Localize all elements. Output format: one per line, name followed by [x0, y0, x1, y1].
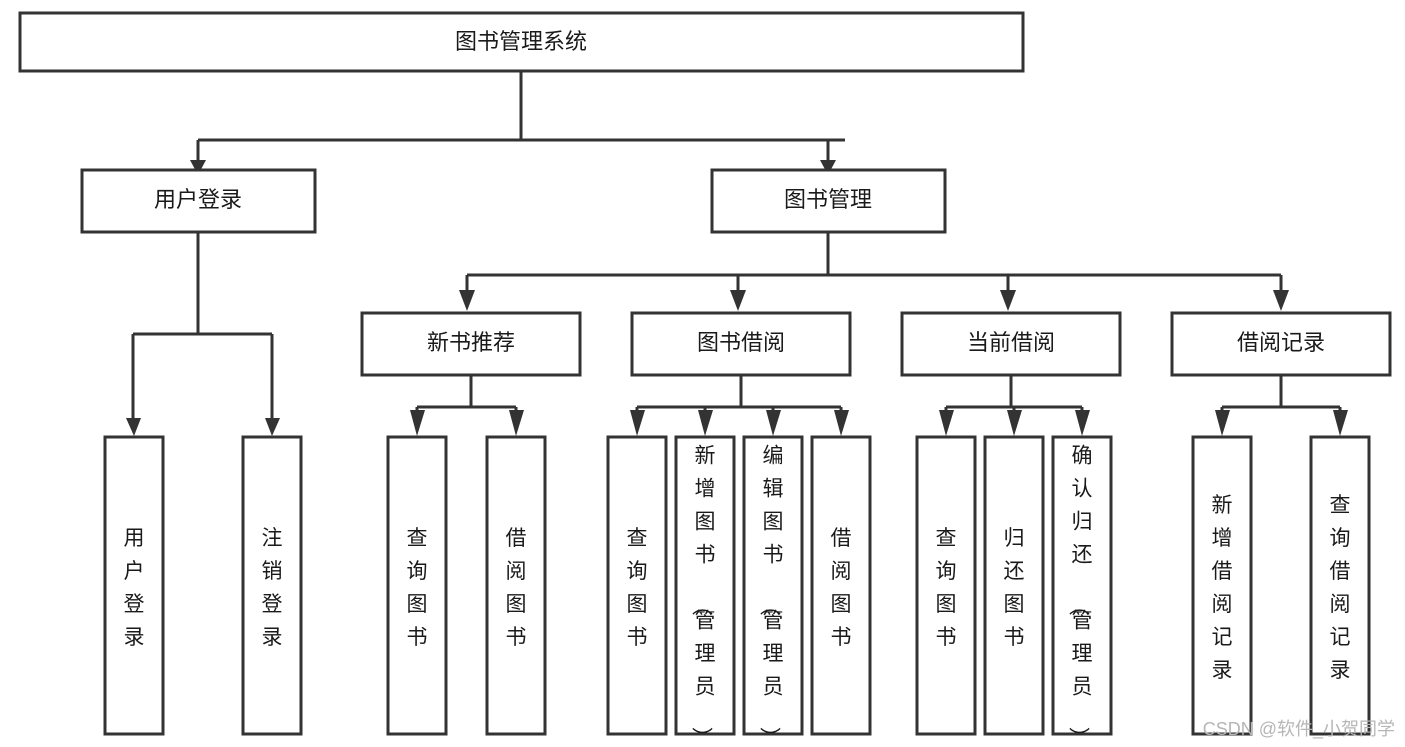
arrow-borrow-record-to-leaf-1: [1215, 410, 1230, 436]
leaf-node[interactable]: 查询图书: [386, 435, 448, 736]
connector-book-borrow-bus: [635, 375, 843, 418]
leaf-node-label: 查询图书: [627, 527, 648, 649]
node-book-borrow-box[interactable]: [630, 311, 852, 377]
leaf-node-box[interactable]: [241, 435, 303, 736]
leaf-node[interactable]: 确认归还（管理员）: [1051, 435, 1113, 747]
arrow-new-book-rec-to-leaf-1: [410, 410, 425, 436]
leaf-node-label: 查询借阅记录: [1330, 494, 1351, 682]
arrow-book-manage-to-new-book-rec: [459, 290, 475, 311]
leaf-node[interactable]: 查询图书: [915, 435, 977, 736]
arrow-user-login-to-leaf-2: [265, 418, 280, 436]
leaf-node-box[interactable]: [1051, 435, 1113, 736]
arrow-book-manage-to-current-borrow: [1000, 290, 1016, 311]
leaf-node-label: 用户登录: [124, 527, 145, 649]
node-user-login[interactable]: 用户登录: [80, 168, 317, 234]
connector-user-login-bus: [131, 232, 274, 418]
connector-root-bus: [196, 71, 845, 160]
arrow-book-borrow-to-leaf-2: [698, 410, 713, 436]
node-borrow-record[interactable]: 借阅记录: [1170, 311, 1392, 377]
node-root-label: 图书管理系统: [455, 29, 587, 54]
leaf-node-label: 归还图书: [1004, 527, 1025, 649]
leaf-node-box[interactable]: [674, 435, 736, 736]
arrow-new-book-rec-to-leaf-2: [509, 410, 524, 436]
leaf-node-box[interactable]: [915, 435, 977, 736]
node-book-borrow[interactable]: 图书借阅: [630, 311, 852, 377]
connector-book-manage-bus: [465, 232, 1283, 290]
node-current-borrow-box[interactable]: [900, 311, 1122, 377]
arrow-book-borrow-to-leaf-3: [766, 410, 781, 436]
leaf-node-box[interactable]: [606, 435, 668, 736]
arrow-current-borrow-to-leaf-3: [1075, 410, 1090, 436]
node-book-borrow-label: 图书借阅: [697, 330, 785, 355]
arrow-book-manage-to-book-borrow: [730, 290, 746, 311]
node-current-borrow[interactable]: 当前借阅: [900, 311, 1122, 377]
node-new-book-rec-box[interactable]: [360, 311, 582, 377]
leaf-node-label: 确认归还（管理员）: [1067, 445, 1093, 747]
node-book-manage-label: 图书管理: [784, 187, 872, 212]
node-root[interactable]: 图书管理系统: [18, 11, 1025, 73]
node-current-borrow-label: 当前借阅: [967, 330, 1055, 355]
leaf-node-label: 编辑图书（管理员）: [758, 445, 784, 747]
leaf-node[interactable]: 归还图书: [983, 435, 1045, 736]
node-root-box[interactable]: [18, 11, 1025, 73]
leaf-node[interactable]: 用户登录: [103, 435, 165, 736]
arrow-book-borrow-to-leaf-4: [834, 410, 849, 436]
connector-new-book-rec-bus: [415, 375, 518, 418]
leaf-node-label: 查询图书: [407, 527, 428, 649]
arrow-user-login-to-leaf-1: [126, 418, 141, 436]
leaf-node[interactable]: 查询图书: [606, 435, 668, 736]
leaf-node-label: 注销登录: [262, 527, 283, 649]
arrow-root-to-book-manage: [820, 160, 836, 175]
arrow-current-borrow-to-leaf-1: [939, 410, 954, 436]
leaf-node[interactable]: 新增借阅记录: [1191, 435, 1253, 736]
leaf-node-label: 新增图书（管理员）: [690, 445, 716, 747]
leaf-node-box[interactable]: [742, 435, 804, 736]
node-new-book-rec-label: 新书推荐: [427, 330, 515, 355]
leaf-node-label: 查询图书: [936, 527, 957, 649]
connector-group: [126, 71, 1348, 436]
leaf-node[interactable]: 新增图书（管理员）: [674, 435, 736, 747]
node-book-manage-box[interactable]: [710, 168, 947, 234]
leaf-node[interactable]: 注销登录: [241, 435, 303, 736]
leaf-node-box[interactable]: [1309, 435, 1371, 736]
node-new-book-rec[interactable]: 新书推荐: [360, 311, 582, 377]
leaf-node[interactable]: 借阅图书: [810, 435, 872, 736]
leaf-node-layer: 用户登录 注销登录 查询图书 借阅图书 查询图书 新增图书（管理员） 编辑图书（管理员） 借阅…: [103, 435, 1371, 747]
arrow-current-borrow-to-leaf-2: [1007, 410, 1022, 436]
arrow-root-to-user-login: [190, 160, 206, 175]
node-user-login-label: 用户登录: [154, 187, 242, 212]
leaf-node[interactable]: 查询借阅记录: [1309, 435, 1371, 736]
connector-borrow-record-bus: [1220, 375, 1342, 418]
leaf-node-box[interactable]: [103, 435, 165, 736]
leaf-node-label: 新增借阅记录: [1212, 494, 1233, 682]
leaf-node[interactable]: 借阅图书: [485, 435, 547, 736]
node-borrow-record-label: 借阅记录: [1237, 330, 1325, 355]
arrow-book-borrow-to-leaf-1: [630, 410, 645, 436]
leaf-node-box[interactable]: [983, 435, 1045, 736]
node-borrow-record-box[interactable]: [1170, 311, 1392, 377]
leaf-node-box[interactable]: [386, 435, 448, 736]
leaf-node-label: 借阅图书: [831, 527, 852, 649]
leaf-node-label: 借阅图书: [506, 527, 527, 649]
leaf-node-box[interactable]: [810, 435, 872, 736]
node-user-login-box[interactable]: [80, 168, 317, 234]
node-book-manage[interactable]: 图书管理: [710, 168, 947, 234]
arrow-book-manage-to-borrow-record: [1273, 290, 1289, 311]
leaf-node-box[interactable]: [1191, 435, 1253, 736]
arrow-borrow-record-to-leaf-2: [1333, 410, 1348, 436]
leaf-node[interactable]: 编辑图书（管理员）: [742, 435, 804, 747]
leaf-node-box[interactable]: [485, 435, 547, 736]
